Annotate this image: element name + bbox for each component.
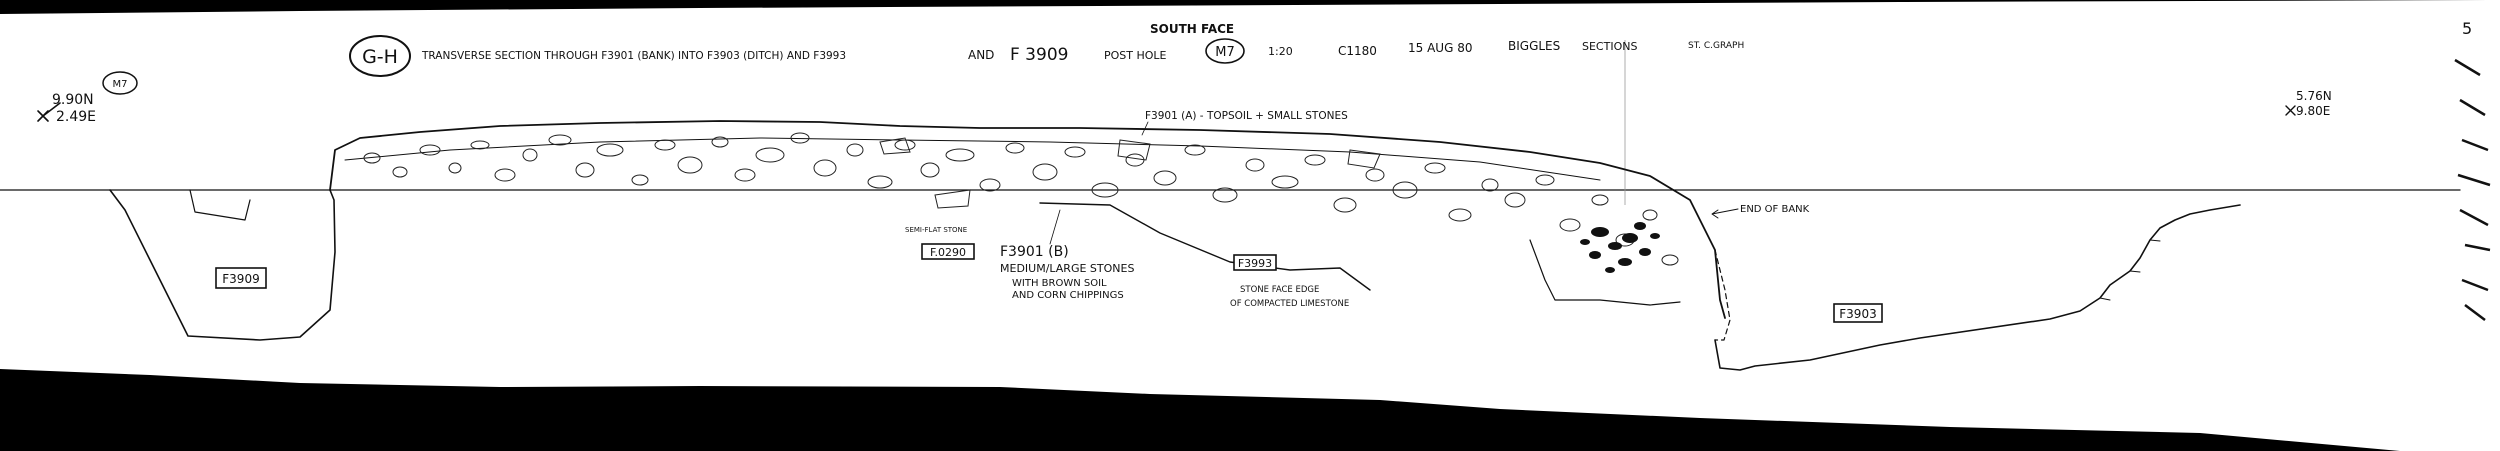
- datum-cross-icon: [37, 102, 61, 122]
- extra-label: ST. C.GRAPH: [1688, 41, 1744, 51]
- f3909-label: F3909: [222, 272, 259, 286]
- topsoil-boundary: [344, 137, 1601, 181]
- f0290-label: F.0290: [930, 246, 966, 259]
- stone-face-annotation: STONE FACE EDGE OF COMPACTED LIMESTONE: [1230, 285, 1349, 309]
- recorder-label: BIGGLES: [1508, 39, 1560, 53]
- feature-box-f3993: F3993: [1233, 254, 1277, 271]
- stones-leader: [1049, 209, 1061, 245]
- stones-label-2: MEDIUM/LARGE STONES: [1000, 262, 1134, 275]
- stone-face-label-1: STONE FACE EDGE: [1240, 285, 1319, 295]
- bank-base-line: [1039, 202, 1371, 291]
- ditch-step-line: [2099, 239, 2161, 301]
- section-label: G-H: [362, 46, 398, 68]
- stone-face-label-2: OF COMPACTED LIMESTONE: [1230, 299, 1349, 309]
- date-label: 15 AUG 80: [1408, 41, 1472, 55]
- and-word: AND: [968, 48, 994, 62]
- sheet-number: 5: [2462, 19, 2472, 38]
- left-datum-circle-text: M7: [113, 79, 128, 90]
- feature-box-f3909: F3909: [215, 267, 267, 289]
- topsoil-leader: [1141, 121, 1149, 136]
- f3993-label: F3993: [1238, 257, 1272, 270]
- section-description: TRANSVERSE SECTION THROUGH F3901 (BANK) …: [421, 50, 846, 62]
- right-datum-east: 9.80E: [2296, 104, 2330, 118]
- dense-stone-cluster: [1580, 222, 1660, 273]
- right-datum: 5.76N 9.80E: [2285, 89, 2332, 118]
- bank-stones: [363, 132, 1679, 266]
- topsoil-annotation: F3901 (A) - TOPSOIL + SMALL STONES: [1145, 110, 1348, 122]
- left-datum: M7 9.90N 2.49E: [37, 71, 138, 125]
- stones-label-1: F3901 (B): [1000, 244, 1069, 260]
- stones-label-3: WITH BROWN SOIL: [1012, 278, 1107, 289]
- section-label-circle: G-H: [349, 35, 411, 77]
- context-ref: C1180: [1338, 44, 1377, 58]
- right-edge-marks: [2454, 58, 2491, 321]
- stones-annotation: F3901 (B) MEDIUM/LARGE STONES WITH BROWN…: [1000, 209, 1134, 301]
- end-of-bank-annotation: END OF BANK: [1740, 204, 1810, 215]
- sections-label: SECTIONS: [1582, 40, 1637, 53]
- feature-box-f3903: F3903: [1833, 303, 1883, 323]
- feature-label: F 3909: [1010, 45, 1068, 65]
- end-of-bank-arrow: [1711, 208, 1739, 219]
- scale-label: 1:20: [1268, 45, 1293, 58]
- bank-outline: [329, 120, 1726, 319]
- post-hole-label: POST HOLE: [1104, 49, 1167, 62]
- small-note: SEMI-FLAT STONE: [905, 226, 967, 234]
- stone-face-dashed: [1714, 249, 1731, 341]
- right-datum-north: 5.76N: [2296, 89, 2332, 103]
- m7-header-text: M7: [1215, 45, 1235, 60]
- post-hole-f3909-profile: [109, 189, 336, 341]
- f3903-label: F3903: [1839, 307, 1876, 321]
- south-face-label: SOUTH FACE: [1150, 22, 1234, 36]
- m7-circle-header: M7: [1205, 38, 1245, 64]
- stones-label-4: AND CORN CHIPPINGS: [1012, 290, 1124, 301]
- feature-box-f0290: F.0290: [921, 243, 975, 260]
- stone-face-line: [1529, 239, 1681, 306]
- right-datum-cross-icon: [2285, 105, 2296, 116]
- small-pit-profile: [189, 189, 251, 221]
- left-datum-north: 9.90N: [52, 92, 94, 108]
- left-datum-east: 2.49E: [56, 109, 96, 125]
